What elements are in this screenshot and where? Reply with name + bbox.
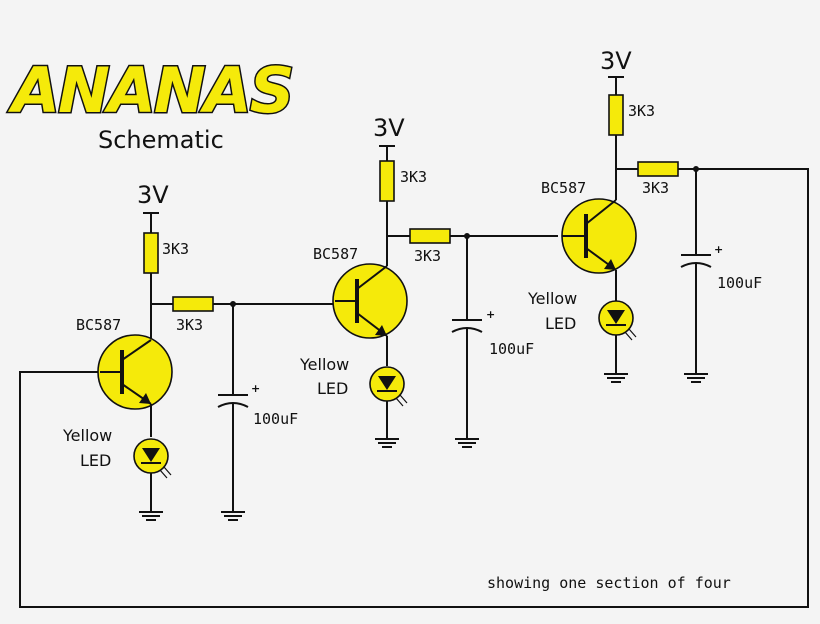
feedback-wire bbox=[19, 168, 809, 608]
led-color: Yellow bbox=[527, 289, 577, 308]
ground-icon bbox=[375, 438, 399, 448]
polarized-capacitor-icon: + bbox=[451, 308, 495, 333]
led-color: Yellow bbox=[299, 355, 349, 374]
stage-2: 3V 3K3 3K3 + 100uF BC587 Yellow bbox=[299, 114, 558, 448]
led-icon bbox=[133, 438, 172, 479]
ground-icon bbox=[604, 373, 628, 383]
caption: showing one section of four bbox=[487, 574, 731, 592]
capacitor-polarity: + bbox=[714, 243, 723, 256]
stage-1: 3V 3K3 3K3 + 100uF BC587 bbox=[62, 181, 373, 521]
capacitor-value: 100uF bbox=[489, 340, 534, 358]
ananas-logo: ANANAS bbox=[6, 53, 296, 129]
resistor-value: 3K3 bbox=[176, 316, 203, 334]
capacitor-value: 100uF bbox=[253, 410, 298, 428]
transistor-part: BC587 bbox=[76, 316, 121, 334]
ground-icon bbox=[684, 373, 708, 383]
led-label: LED bbox=[80, 451, 111, 470]
resistor-icon bbox=[409, 228, 451, 244]
resistor-icon bbox=[608, 94, 624, 136]
resistor-icon bbox=[172, 296, 214, 312]
led-label: LED bbox=[317, 379, 348, 398]
supply-label: 3V bbox=[137, 181, 169, 209]
resistor-value: 3K3 bbox=[162, 240, 189, 258]
logo-text: ANANAS bbox=[7, 54, 292, 127]
resistor-value: 3K3 bbox=[642, 179, 669, 197]
npn-transistor-icon bbox=[332, 263, 408, 339]
capacitor-polarity: + bbox=[486, 308, 495, 321]
resistor-value: 3K3 bbox=[400, 168, 427, 186]
transistor-part: BC587 bbox=[313, 245, 358, 263]
led-icon bbox=[369, 366, 408, 407]
resistor-value: 3K3 bbox=[414, 247, 441, 265]
led-color: Yellow bbox=[62, 426, 112, 445]
polarized-capacitor-icon: + bbox=[680, 243, 723, 268]
led-icon bbox=[598, 300, 637, 341]
resistor-value: 3K3 bbox=[628, 102, 655, 120]
capacitor-value: 100uF bbox=[717, 274, 762, 292]
led-label: LED bbox=[545, 314, 576, 333]
stage-3: 3V 3K3 3K3 + 100uF BC587 Yellow bbox=[527, 47, 762, 383]
transistor-part: BC587 bbox=[541, 179, 586, 197]
polarized-capacitor-icon: + bbox=[217, 382, 260, 408]
resistor-icon bbox=[143, 232, 159, 274]
ground-icon bbox=[221, 511, 245, 521]
resistor-icon bbox=[379, 160, 395, 202]
resistor-icon bbox=[637, 161, 679, 177]
ground-icon bbox=[139, 511, 163, 521]
supply-label: 3V bbox=[600, 47, 632, 75]
schematic-subtitle: Schematic bbox=[98, 126, 224, 154]
npn-transistor-icon bbox=[561, 198, 637, 274]
ground-icon bbox=[455, 438, 479, 448]
npn-transistor-icon bbox=[97, 334, 173, 410]
supply-label: 3V bbox=[373, 114, 405, 142]
capacitor-polarity: + bbox=[251, 382, 260, 395]
